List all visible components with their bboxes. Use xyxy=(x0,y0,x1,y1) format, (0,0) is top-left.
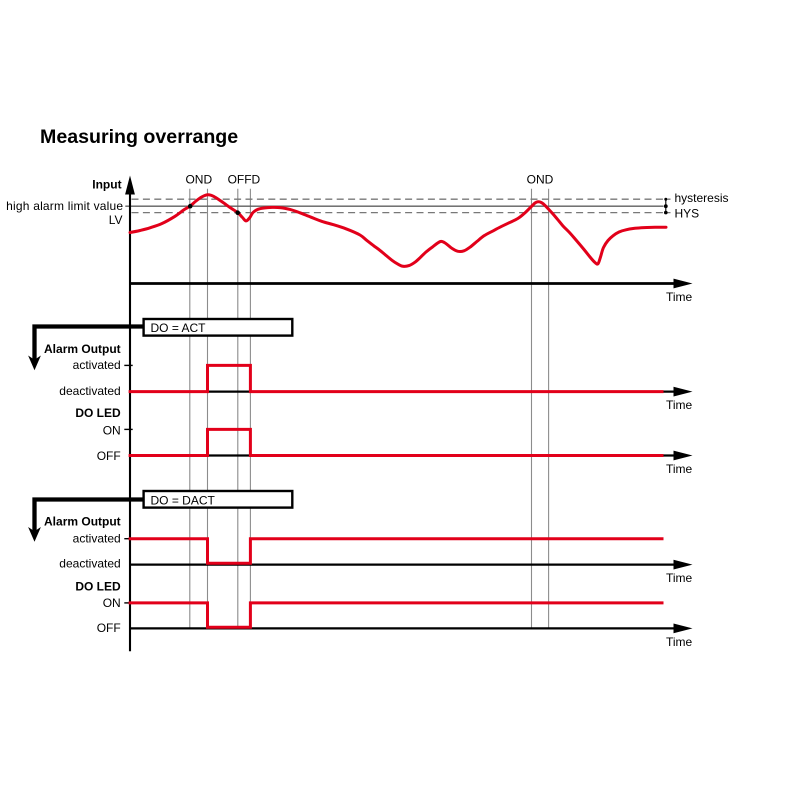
svg-text:Time: Time xyxy=(666,290,693,304)
svg-text:Alarm Output: Alarm Output xyxy=(44,342,121,356)
svg-text:LV: LV xyxy=(109,213,123,227)
svg-text:high alarm limit value: high alarm limit value xyxy=(6,199,123,213)
svg-text:Time: Time xyxy=(666,398,693,412)
svg-text:OND: OND xyxy=(185,173,212,187)
svg-text:DO = DACT: DO = DACT xyxy=(151,494,216,508)
svg-text:OFFD: OFFD xyxy=(228,173,261,187)
svg-text:Alarm Output: Alarm Output xyxy=(44,514,121,528)
svg-text:deactivated: deactivated xyxy=(59,384,120,398)
svg-text:OFF: OFF xyxy=(97,621,121,635)
svg-text:Measuring overrange: Measuring overrange xyxy=(40,126,238,148)
svg-text:ON: ON xyxy=(103,424,121,438)
svg-text:OFF: OFF xyxy=(97,449,121,463)
svg-text:Time: Time xyxy=(666,571,693,585)
svg-text:HYS: HYS xyxy=(675,206,700,220)
svg-text:activated: activated xyxy=(73,358,121,372)
svg-text:OND: OND xyxy=(527,173,554,187)
svg-text:ON: ON xyxy=(103,596,121,610)
svg-text:activated: activated xyxy=(73,531,121,545)
svg-text:Input: Input xyxy=(92,178,121,192)
svg-text:DO = ACT: DO = ACT xyxy=(151,321,207,335)
svg-text:DO LED: DO LED xyxy=(75,406,121,420)
svg-text:hysteresis: hysteresis xyxy=(675,191,729,205)
svg-text:Time: Time xyxy=(666,462,693,476)
svg-text:DO LED: DO LED xyxy=(75,580,121,594)
svg-text:deactivated: deactivated xyxy=(59,556,120,570)
svg-text:Time: Time xyxy=(666,635,693,649)
